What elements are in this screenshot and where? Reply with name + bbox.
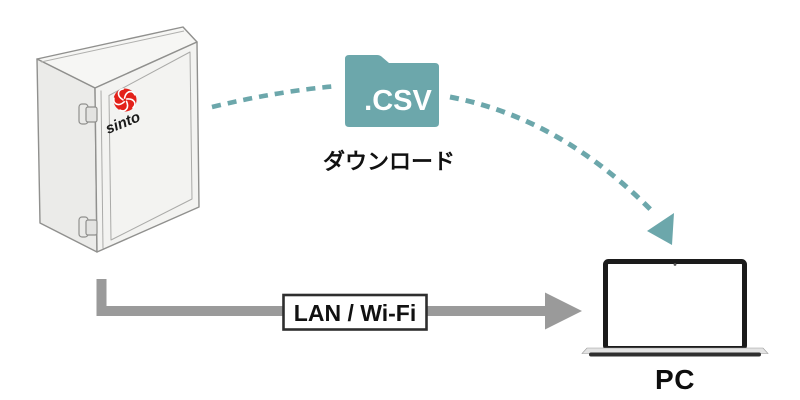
download-arrowhead-icon xyxy=(647,213,674,245)
laptop-icon xyxy=(581,259,769,357)
cabinet-door-panel-line xyxy=(108,51,193,241)
laptop-base-shadow xyxy=(589,352,761,357)
cabinet-hinge-bottom xyxy=(78,216,98,238)
cabinet-door-edge-line xyxy=(100,90,104,249)
csv-file-label: .CSV xyxy=(364,85,432,117)
download-label: ダウンロード xyxy=(323,149,455,175)
controller-cabinet: sinto xyxy=(36,26,200,253)
download-arrow-dash-right xyxy=(449,94,654,213)
folder-shape xyxy=(345,55,439,127)
laptop-base xyxy=(581,347,769,354)
download-arrow-dash-left xyxy=(211,83,339,110)
cabinet-top-ridge-line xyxy=(40,30,185,63)
sinto-logo-icon xyxy=(113,88,137,112)
laptop-screen xyxy=(603,259,747,351)
lan-label-box: LAN / Wi-Fi xyxy=(282,293,428,331)
webcam-icon xyxy=(673,263,677,266)
csv-folder-icon: .CSV xyxy=(345,55,439,127)
lan-arrowhead-icon xyxy=(545,292,582,330)
pc-label: PC xyxy=(655,364,695,395)
lan-label: LAN / Wi-Fi xyxy=(294,300,416,326)
cabinet-hinge-top xyxy=(78,103,98,125)
